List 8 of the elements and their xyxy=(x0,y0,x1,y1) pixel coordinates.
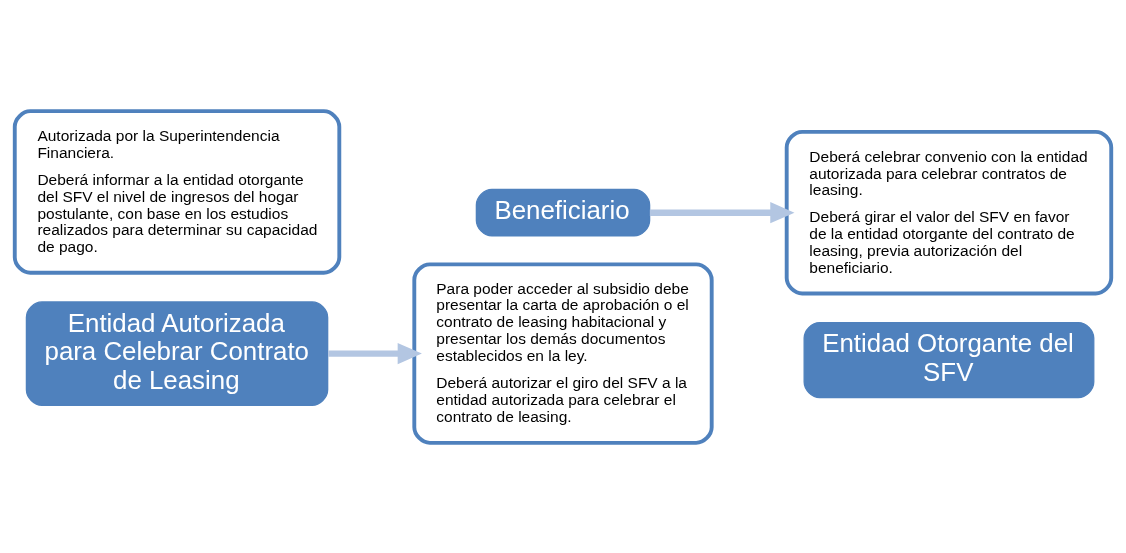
node-box: Beneficiario xyxy=(475,188,651,237)
arrow xyxy=(649,201,795,223)
node-box: Deberá celebrar convenio con la entidad autorizada para celebrar contratos de leasing. Deberá girar el valor del SFV en favor de la entidad otorgante del contrato de leasing, previa autorización del beneficiario. xyxy=(784,129,1114,295)
node-box: Para poder acceder al subsidio debe presentar la carta de aprobación o el contrato de leasing habitacional y presentar los demás documentos establecidos en la ley. Deberá autorizar el giro del SFV a la entidad autorizada para celebrar el contrato de leasing. xyxy=(412,261,714,445)
arrow xyxy=(328,342,422,364)
node-box: Entidad Otorgante del SFV xyxy=(803,321,1095,398)
node-box: Autorizada por la Superintendencia Financiera. Deberá informar a la entidad otorgante del SFV el nivel de ingresos del hogar postulante, con base en los estudios realizados para determinar su capacidad de pago. xyxy=(12,108,342,275)
node-box: Entidad Autorizada para Celebrar Contrato de Leasing xyxy=(25,300,329,406)
